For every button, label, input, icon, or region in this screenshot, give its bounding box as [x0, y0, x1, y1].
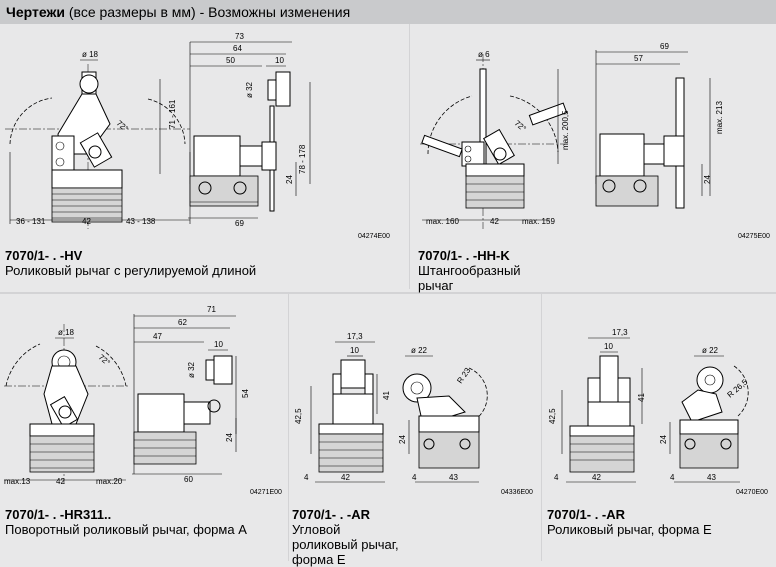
divider-vertical-br: [541, 294, 542, 561]
dim-d32: ø 32: [245, 81, 254, 98]
divider-vertical-top: [409, 24, 410, 289]
dim-h41: 41: [382, 391, 391, 400]
dim-r20: max.20: [96, 477, 123, 486]
caption-hhk: 7070/1- . -HH-K Штангообразный рычаг: [418, 248, 521, 293]
dim-h24: 24: [225, 433, 234, 442]
dim-w4b: 4: [670, 473, 675, 482]
drawing-code-hr311: 04271E00: [250, 489, 282, 496]
desc-ar-angled-line3: форма Е: [292, 552, 346, 567]
model-ar-angled: 7070/1- . -AR: [292, 507, 371, 522]
dim-w42: 42: [592, 473, 601, 482]
dim-w10: 10: [275, 56, 284, 65]
dim-w47: 47: [153, 332, 162, 341]
drawing-code-ar-roller: 04270E00: [736, 489, 768, 496]
dim-h24: 24: [285, 175, 294, 184]
desc-ar-angled-line1: Угловой: [292, 522, 341, 537]
desc-ar-roller-line1: Роликовый рычаг, форма Е: [547, 522, 712, 537]
technical-drawing-ar-roller: 17,3 10 42,5 41 4 42 ø 22 R 26,5 24: [548, 328, 750, 483]
dim-w69: 69: [235, 219, 244, 228]
dim-w42: 42: [490, 217, 499, 226]
dim-w43: 43: [707, 473, 716, 482]
dim-h425: 42,5: [548, 408, 557, 424]
dim-w173: 17,3: [612, 328, 628, 337]
desc-ar-angled-line2: роликовый рычаг,: [292, 537, 399, 552]
dim-w42: 42: [82, 217, 91, 226]
model-hv: 7070/1- . -HV: [5, 248, 83, 263]
dim-w4: 4: [554, 473, 559, 482]
dim-w42: 42: [56, 477, 65, 486]
dim-l36: 36 - 131: [16, 217, 46, 226]
dim-h24: 24: [703, 175, 712, 184]
dim-w4: 4: [304, 473, 309, 482]
dim-d18: ø 18: [58, 328, 75, 337]
dim-w73: 73: [235, 32, 244, 41]
dim-h213: max. 213: [715, 101, 724, 134]
drawing-code-ar-angled: 04336E00: [501, 489, 533, 496]
caption-ar-angled: 7070/1- . -AR Угловой роликовый рычаг, ф…: [292, 507, 399, 567]
dim-w57: 57: [634, 54, 643, 63]
dim-w69: 69: [660, 42, 669, 51]
dim-h54: 54: [241, 389, 250, 398]
header-title-bold: Чертежи: [6, 4, 65, 20]
dim-h425: 42,5: [294, 408, 303, 424]
dim-angle: 72°: [513, 119, 528, 134]
desc-hhk-line2: рычаг: [418, 278, 454, 293]
divider-vertical-bl: [288, 294, 289, 561]
dim-h41: 41: [637, 393, 646, 402]
model-hr311: 7070/1- . -HR311..: [5, 507, 112, 522]
header-title-rest: (все размеры в мм) - Возможны изменения: [64, 4, 351, 20]
drawing-code-hv: 04274E00: [358, 233, 390, 240]
dim-w71: 71: [207, 305, 216, 314]
dim-h78: 78 - 178: [298, 144, 307, 174]
drawing-code-hhk: 04275E00: [738, 233, 770, 240]
dim-h24: 24: [398, 435, 407, 444]
dim-w173: 17,3: [347, 332, 363, 341]
dim-w10: 10: [214, 340, 223, 349]
caption-ar-roller: 7070/1- . -AR Роликовый рычаг, форма Е: [547, 507, 712, 537]
dim-d22: ø 22: [702, 346, 719, 355]
caption-hv: 7070/1- . -HV Роликовый рычаг с регулиру…: [5, 248, 256, 278]
dim-w64: 64: [233, 44, 242, 53]
model-ar-roller: 7070/1- . -AR: [547, 507, 626, 522]
dim-r43: 43 - 138: [126, 217, 156, 226]
dim-h71: 71 - 161: [168, 99, 177, 129]
drawing-panel-hv: ø 18 36 - 131 42 43 - 138 71 - 161 72° 7…: [0, 24, 409, 292]
dim-w62: 62: [178, 318, 187, 327]
desc-hv-line1: Роликовый рычаг с регулируемой длиной: [5, 263, 257, 278]
dim-h24: 24: [659, 435, 668, 444]
dim-h2005: max. 200,5: [561, 110, 570, 150]
drawing-panel-ar-roller: 17,3 10 42,5 41 4 42 ø 22 R 26,5 24: [542, 294, 776, 561]
dim-d6: ø 6: [478, 50, 490, 59]
dim-r159: max. 159: [522, 217, 555, 226]
dim-l13: max.13: [4, 477, 31, 486]
technical-drawing-hhk: ø 6 max. 160 42 max. 159 max. 200,5 72° …: [420, 42, 724, 229]
dim-angle: 72°: [97, 353, 112, 368]
dim-w4b: 4: [412, 473, 417, 482]
dim-d18: ø 18: [82, 50, 99, 59]
dim-angle: 72°: [115, 119, 130, 134]
desc-hhk-line1: Штангообразный: [418, 263, 521, 278]
dim-w60: 60: [184, 475, 193, 484]
dim-d22: ø 22: [411, 346, 428, 355]
technical-drawing-ar-angled: 17,3 10 42,5 41 4 42 ø 22 R 23 24: [294, 332, 488, 483]
technical-drawing-hr311: ø 18 max.13 42 max.20 72° 71 62 47 10 ø …: [4, 305, 250, 486]
header-bar: Чертежи (все размеры в мм) - Возможны из…: [0, 0, 776, 24]
divider-horizontal: [0, 292, 776, 294]
dim-w42: 42: [341, 473, 350, 482]
dim-w43: 43: [449, 473, 458, 482]
desc-hr311-line1: Поворотный роликовый рычаг, форма А: [5, 522, 247, 537]
drawing-panel-ar-angled: 17,3 10 42,5 41 4 42 ø 22 R 23 24: [289, 294, 541, 567]
drawing-panel-hr311: ø 18 max.13 42 max.20 72° 71 62 47 10 ø …: [0, 294, 288, 561]
dim-w10: 10: [604, 342, 613, 351]
drawing-panel-hhk: ø 6 max. 160 42 max. 159 max. 200,5 72° …: [410, 24, 776, 293]
dim-w50: 50: [226, 56, 235, 65]
technical-drawing-hv: ø 18 36 - 131 42 43 - 138 71 - 161 72° 7…: [5, 32, 311, 229]
dim-w10: 10: [350, 346, 359, 355]
caption-hr311: 7070/1- . -HR311.. Поворотный роликовый …: [5, 507, 247, 537]
dim-d32: ø 32: [187, 361, 196, 378]
dim-l160: max. 160: [426, 217, 459, 226]
model-hhk: 7070/1- . -HH-K: [418, 248, 510, 263]
